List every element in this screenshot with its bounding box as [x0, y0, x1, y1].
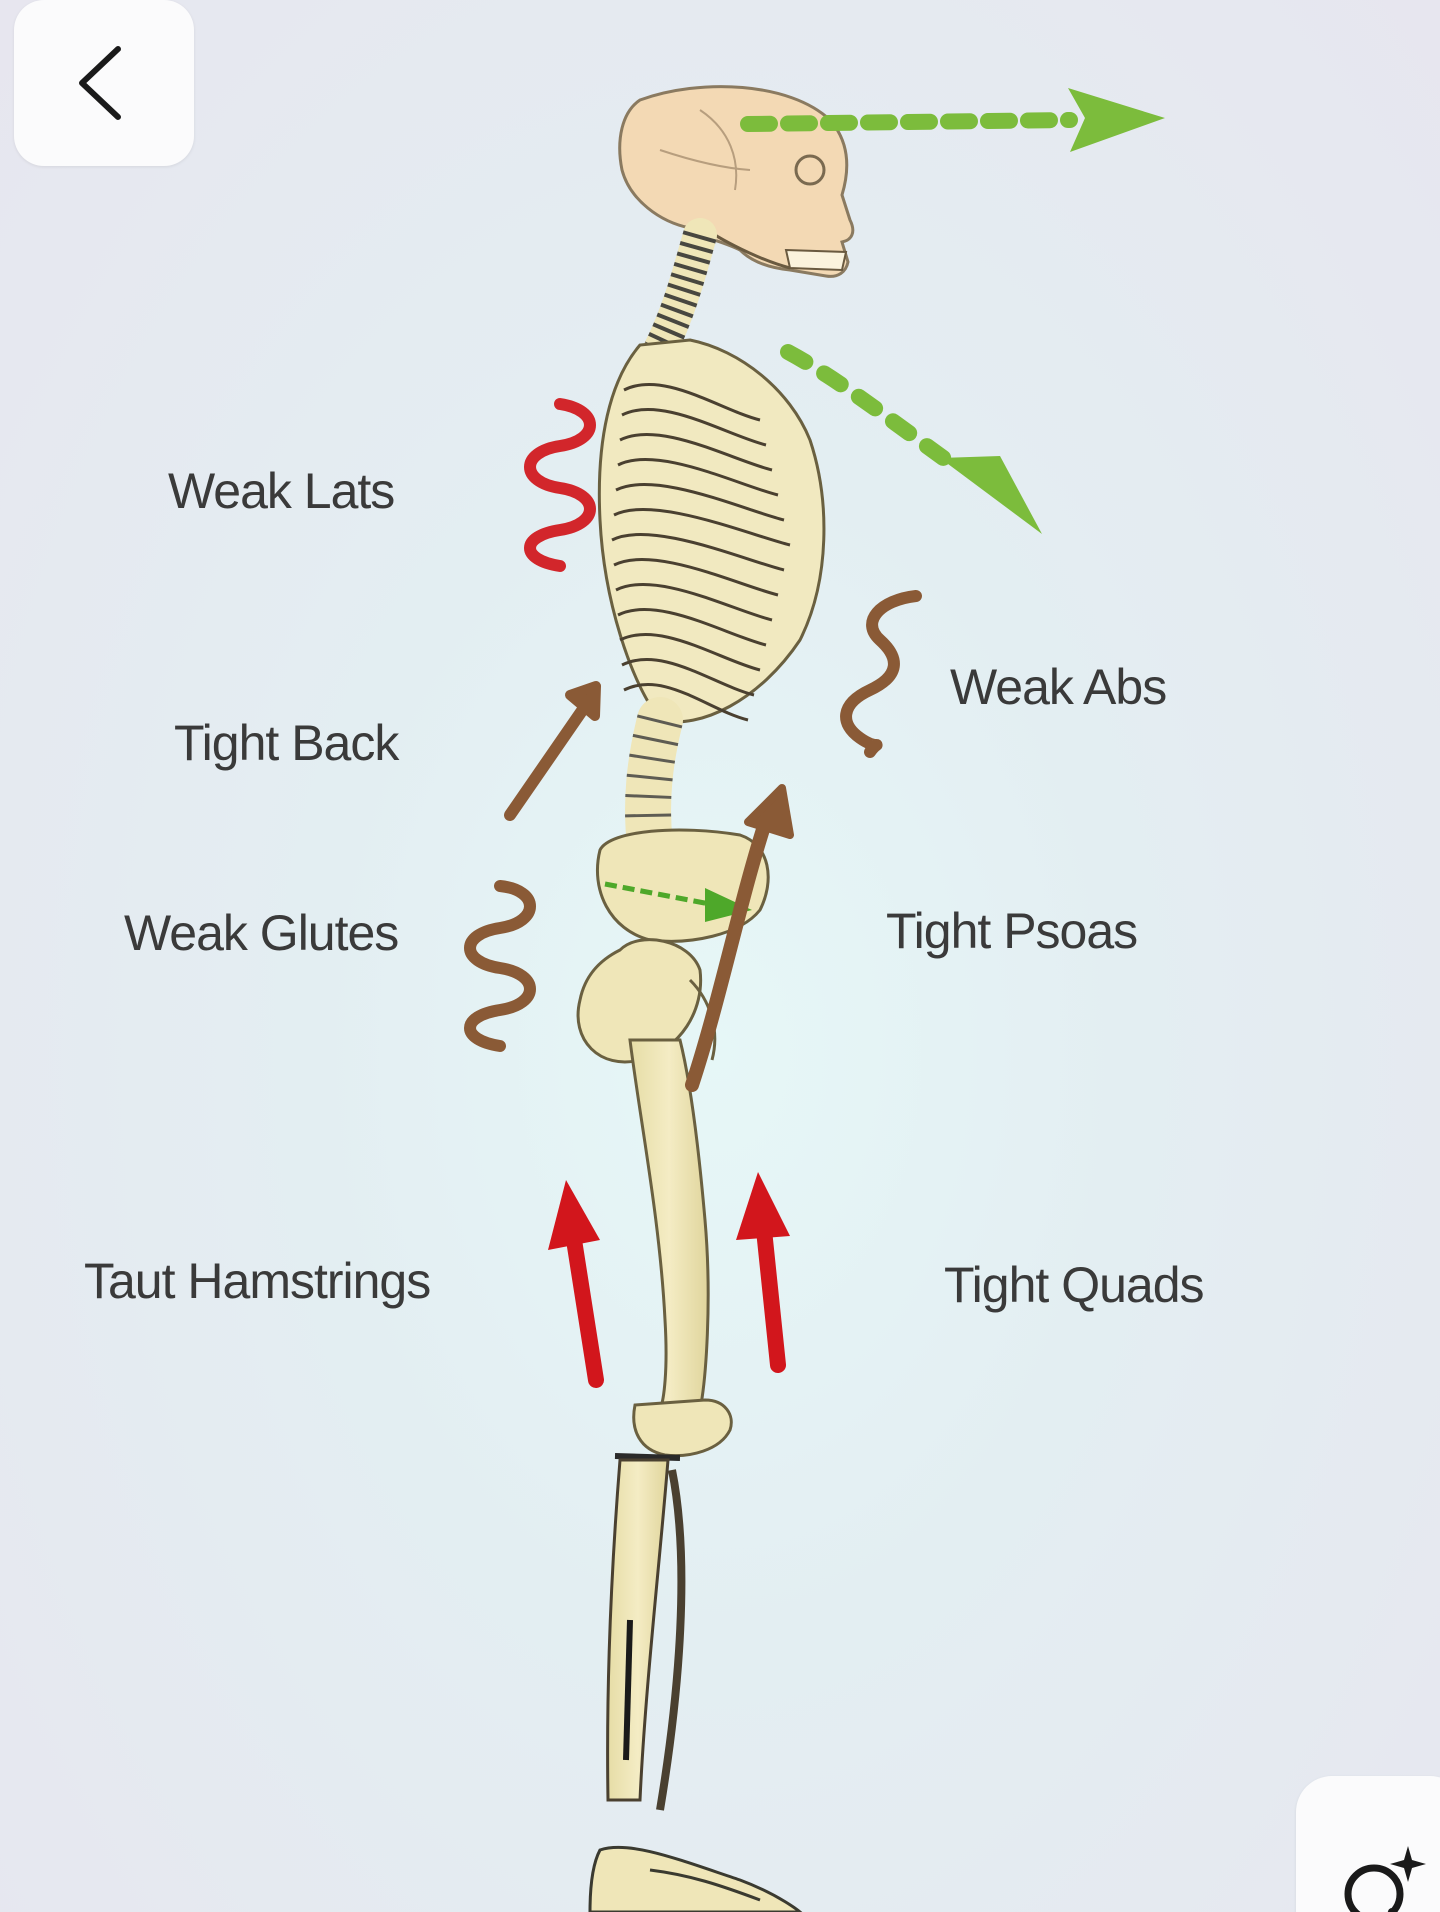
skull-suture — [699, 109, 738, 191]
cervical-spine — [643, 218, 717, 367]
forward-head-arrow — [740, 88, 1165, 152]
eye-socket — [794, 154, 826, 186]
rib — [619, 633, 761, 672]
label-tight-psoas: Tight Psoas — [886, 903, 1138, 959]
back-button[interactable] — [14, 0, 194, 166]
label-weak-lats: Weak Lats — [168, 463, 395, 519]
forward-ribs-arrow — [780, 344, 1042, 534]
tight-quads-arrow — [736, 1172, 790, 1373]
rib — [617, 458, 779, 497]
label-weak-glutes: Weak Glutes — [124, 905, 399, 961]
visual-search-icon — [1344, 1846, 1426, 1912]
rib — [611, 533, 785, 572]
tight-psoas-arrow — [685, 784, 794, 1092]
rib — [613, 558, 779, 597]
visual-search-button[interactable] — [1296, 1776, 1440, 1912]
skull-suture — [659, 149, 751, 171]
label-tight-quads: Tight Quads — [944, 1257, 1205, 1313]
tight-back-arrow — [504, 681, 601, 821]
weak-glutes-wave — [464, 880, 536, 1052]
rib — [615, 483, 785, 522]
ribs — [611, 383, 791, 722]
taut-hamstrings-arrow — [548, 1180, 604, 1388]
rib — [619, 433, 773, 472]
lumbar-spine — [625, 697, 683, 868]
weak-lats-wave — [524, 398, 596, 572]
rib — [623, 683, 749, 722]
tibia — [606, 1458, 670, 1802]
lower-leg — [588, 1453, 803, 1912]
label-tight-back: Tight Back — [174, 715, 399, 771]
knee — [632, 1398, 733, 1458]
teeth — [784, 248, 848, 272]
pelvis — [576, 828, 770, 1064]
rib — [621, 408, 767, 447]
label-taut-hamstrings: Taut Hamstrings — [84, 1253, 431, 1309]
rib — [623, 383, 761, 422]
femur — [628, 1038, 733, 1458]
weak-abs-wave — [840, 590, 922, 758]
pelvic-tilt-arrow — [604, 881, 752, 922]
rib-cage — [597, 338, 826, 724]
rib — [617, 608, 767, 647]
skull — [618, 85, 855, 278]
chevron-left-icon — [79, 46, 121, 120]
fibula — [656, 1469, 686, 1811]
rib — [615, 583, 773, 622]
rib — [613, 508, 791, 547]
rib — [621, 658, 755, 697]
label-weak-abs: Weak Abs — [950, 659, 1167, 715]
